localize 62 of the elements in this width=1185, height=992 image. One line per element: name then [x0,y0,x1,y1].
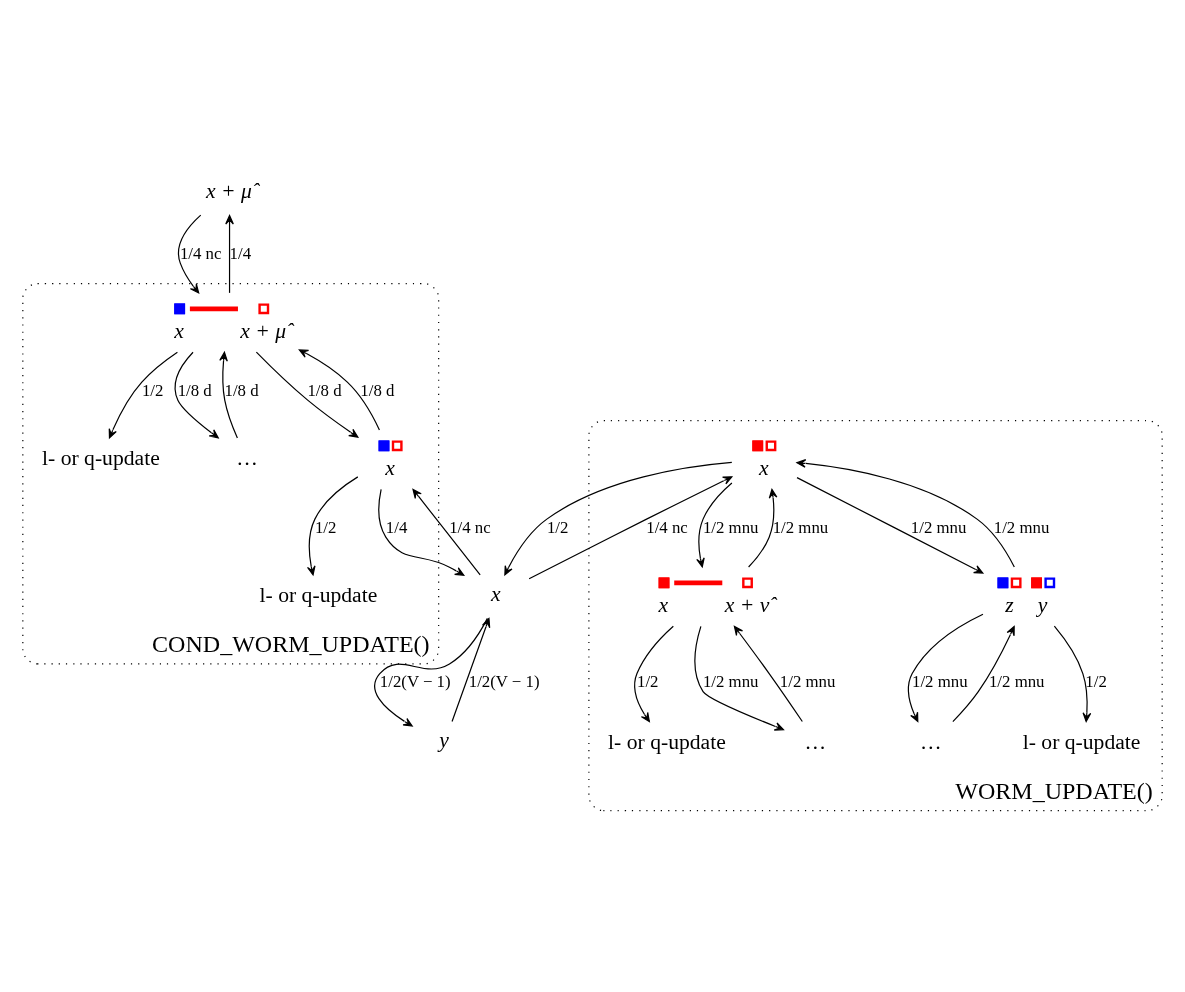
edge-label: 1/8 d [360,380,395,400]
arrow [796,477,984,574]
node-label: y [1037,592,1048,617]
arrow [694,625,785,731]
node-text: … [920,729,942,754]
edge-label: 1/8 d [224,380,259,400]
edge-label: 1/4 [229,243,252,263]
edge-label: 1/2 mnu [993,517,1050,537]
node-text: … [804,729,827,754]
arrow [504,461,733,576]
arrow [177,214,202,294]
arrow [225,215,234,294]
edge-label: 1/2(V − 1) [379,672,451,692]
arrow [634,625,674,723]
edge-label: 1/4 nc [449,517,491,537]
arrow [378,488,465,576]
arrow [174,351,219,439]
arrow [1053,625,1092,723]
edge-label: 1/2 mnu [702,517,759,537]
edge-label: 1/2(V − 1) [468,672,540,692]
arrow [733,625,803,723]
edge-label: 1/4 nc [646,517,688,537]
edge-label: 1/2 [314,517,337,537]
node-label: x [385,455,395,480]
edge-label: 1/2 mnu [910,517,967,537]
arrow [306,476,359,576]
arrow [412,488,481,576]
edge-label: 1/2 mnu [912,672,968,692]
edge-label: 1/2 mnu [702,672,759,692]
node-text: … [236,445,258,470]
arrow [696,482,733,568]
edge-label: 1/2 mnu [988,672,1045,692]
node-text: y [439,728,449,753]
node-label: x [658,592,669,617]
edge-label: 1/2 mnu [772,517,829,537]
arrow [528,476,733,580]
edge-label: 1/4 nc [179,243,222,263]
arrow [219,351,238,439]
arrow [907,613,984,722]
node-label: x [758,455,769,480]
arrow [952,625,1015,723]
arrow [374,617,488,727]
arrow [796,459,1015,568]
arrow [108,351,178,439]
node-text: l- or q-update [42,445,160,470]
node-text: l- or q-update [608,729,726,754]
node-label: z [1005,592,1014,617]
edge-label: 1/2 [546,517,569,537]
node-text: x [490,581,501,606]
arrow [255,351,359,438]
node-text: l- or q-update [1022,729,1141,754]
node-text: l- or q-update [259,582,378,607]
edge-label: 1/8 d [307,380,342,400]
edge-label: 1/2 [141,380,164,400]
edge-label: 1/4 [385,517,408,537]
node-label: x [174,318,184,343]
arrow [298,349,381,431]
arrow [748,488,778,568]
edge-label: 1/2 [637,672,659,692]
edge-label: 1/2 mnu [779,672,836,692]
edge-label: 1/8 d [177,380,212,400]
edge-label: 1/2 [1085,672,1107,692]
